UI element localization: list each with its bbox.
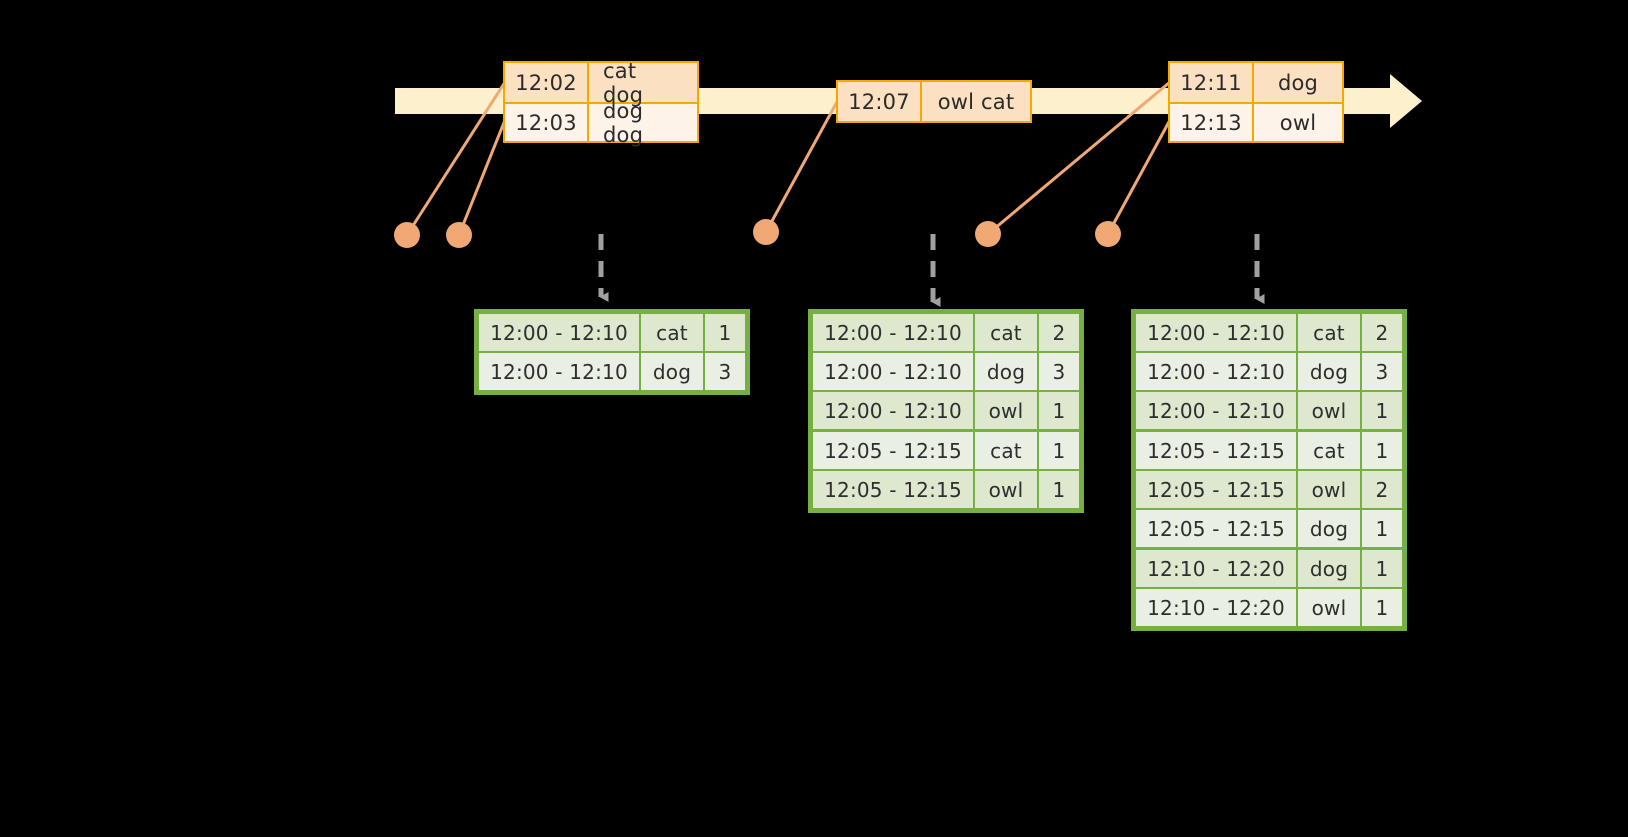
- event-row: 12:13 owl: [1170, 102, 1342, 141]
- cell-word: owl: [1298, 471, 1360, 508]
- connector-dots: [394, 219, 1121, 248]
- cell-window: 12:00 - 12:10: [1136, 392, 1296, 429]
- cell-count: 1: [705, 314, 745, 351]
- cell-window: 12:00 - 12:10: [813, 353, 973, 390]
- cell-window: 12:00 - 12:10: [813, 314, 973, 351]
- cell-count: 2: [1362, 471, 1402, 508]
- event-words: dog: [1277, 70, 1319, 95]
- dot-3: [753, 219, 779, 245]
- cell-word: cat: [1298, 314, 1360, 351]
- cell-window: 12:00 - 12:10: [479, 353, 639, 390]
- cell-word: cat: [641, 314, 703, 351]
- cell-count: 1: [1039, 471, 1079, 508]
- cell-word: owl: [1298, 589, 1360, 626]
- cell-word: owl: [1298, 392, 1360, 429]
- connector-3: [764, 99, 840, 233]
- event-group-2: 12:07 owl cat: [836, 80, 1032, 123]
- dot-2: [446, 222, 472, 248]
- cell-count: 1: [1362, 392, 1402, 429]
- cell-window: 12:00 - 12:10: [1136, 353, 1296, 390]
- cell-count: 2: [1362, 314, 1402, 351]
- event-time: 12:03: [505, 104, 589, 141]
- event-words: owl: [1279, 110, 1317, 135]
- event-group-1: 12:02 cat dog 12:03 dog dog: [503, 58, 699, 147]
- event-row: 12:07 owl cat: [838, 82, 1030, 121]
- connector-5: [1106, 119, 1172, 235]
- dot-1: [394, 222, 420, 248]
- dashed-arrow-group: [598, 234, 1265, 307]
- connector-2: [457, 119, 507, 236]
- cell-window: 12:05 - 12:15: [1136, 471, 1296, 508]
- cell-word: dog: [1298, 510, 1360, 547]
- cell-count: 2: [1039, 314, 1079, 351]
- cell-window: 12:05 - 12:15: [813, 471, 973, 508]
- cell-window: 12:10 - 12:20: [1136, 550, 1296, 587]
- cell-count: 1: [1039, 432, 1079, 469]
- cell-word: dog: [975, 353, 1037, 390]
- cell-window: 12:10 - 12:20: [1136, 589, 1296, 626]
- cell-word: cat: [975, 314, 1037, 351]
- cell-count: 1: [1362, 589, 1402, 626]
- cell-word: cat: [1298, 432, 1360, 469]
- cell-count: 1: [1362, 432, 1402, 469]
- event-time: 12:11: [1170, 63, 1254, 102]
- event-words: cat dog: [603, 58, 644, 107]
- cell-word: dog: [1298, 550, 1360, 587]
- event-row: 12:02 cat dog: [505, 58, 697, 107]
- cell-window: 12:05 - 12:15: [813, 432, 973, 469]
- event-time: 12:02: [505, 63, 589, 102]
- cell-word: owl: [975, 392, 1037, 429]
- cell-window: 12:05 - 12:15: [1136, 510, 1296, 547]
- cell-count: 3: [705, 353, 745, 390]
- event-words: dog dog: [603, 98, 644, 147]
- cell-count: 1: [1362, 510, 1402, 547]
- cell-word: cat: [975, 432, 1037, 469]
- event-words: owl cat: [937, 89, 1015, 114]
- cell-count: 1: [1362, 550, 1402, 587]
- event-row: 12:11 dog: [1170, 63, 1342, 102]
- cell-window: 12:00 - 12:10: [1136, 314, 1296, 351]
- cell-word: dog: [1298, 353, 1360, 390]
- timeline-arrowhead-icon: [1390, 74, 1422, 128]
- event-time: 12:07: [838, 82, 922, 121]
- cell-count: 1: [1039, 392, 1079, 429]
- cell-window: 12:00 - 12:10: [813, 392, 973, 429]
- cell-word: dog: [641, 353, 703, 390]
- dot-5: [1095, 221, 1121, 247]
- event-row: 12:03 dog dog: [505, 98, 697, 147]
- event-group-3: 12:11 dog 12:13 owl: [1168, 61, 1344, 143]
- cell-count: 3: [1362, 353, 1402, 390]
- cell-window: 12:05 - 12:15: [1136, 432, 1296, 469]
- dot-4: [975, 221, 1001, 247]
- event-time: 12:13: [1170, 104, 1254, 141]
- cell-count: 3: [1039, 353, 1079, 390]
- cell-word: owl: [975, 471, 1037, 508]
- cell-window: 12:00 - 12:10: [479, 314, 639, 351]
